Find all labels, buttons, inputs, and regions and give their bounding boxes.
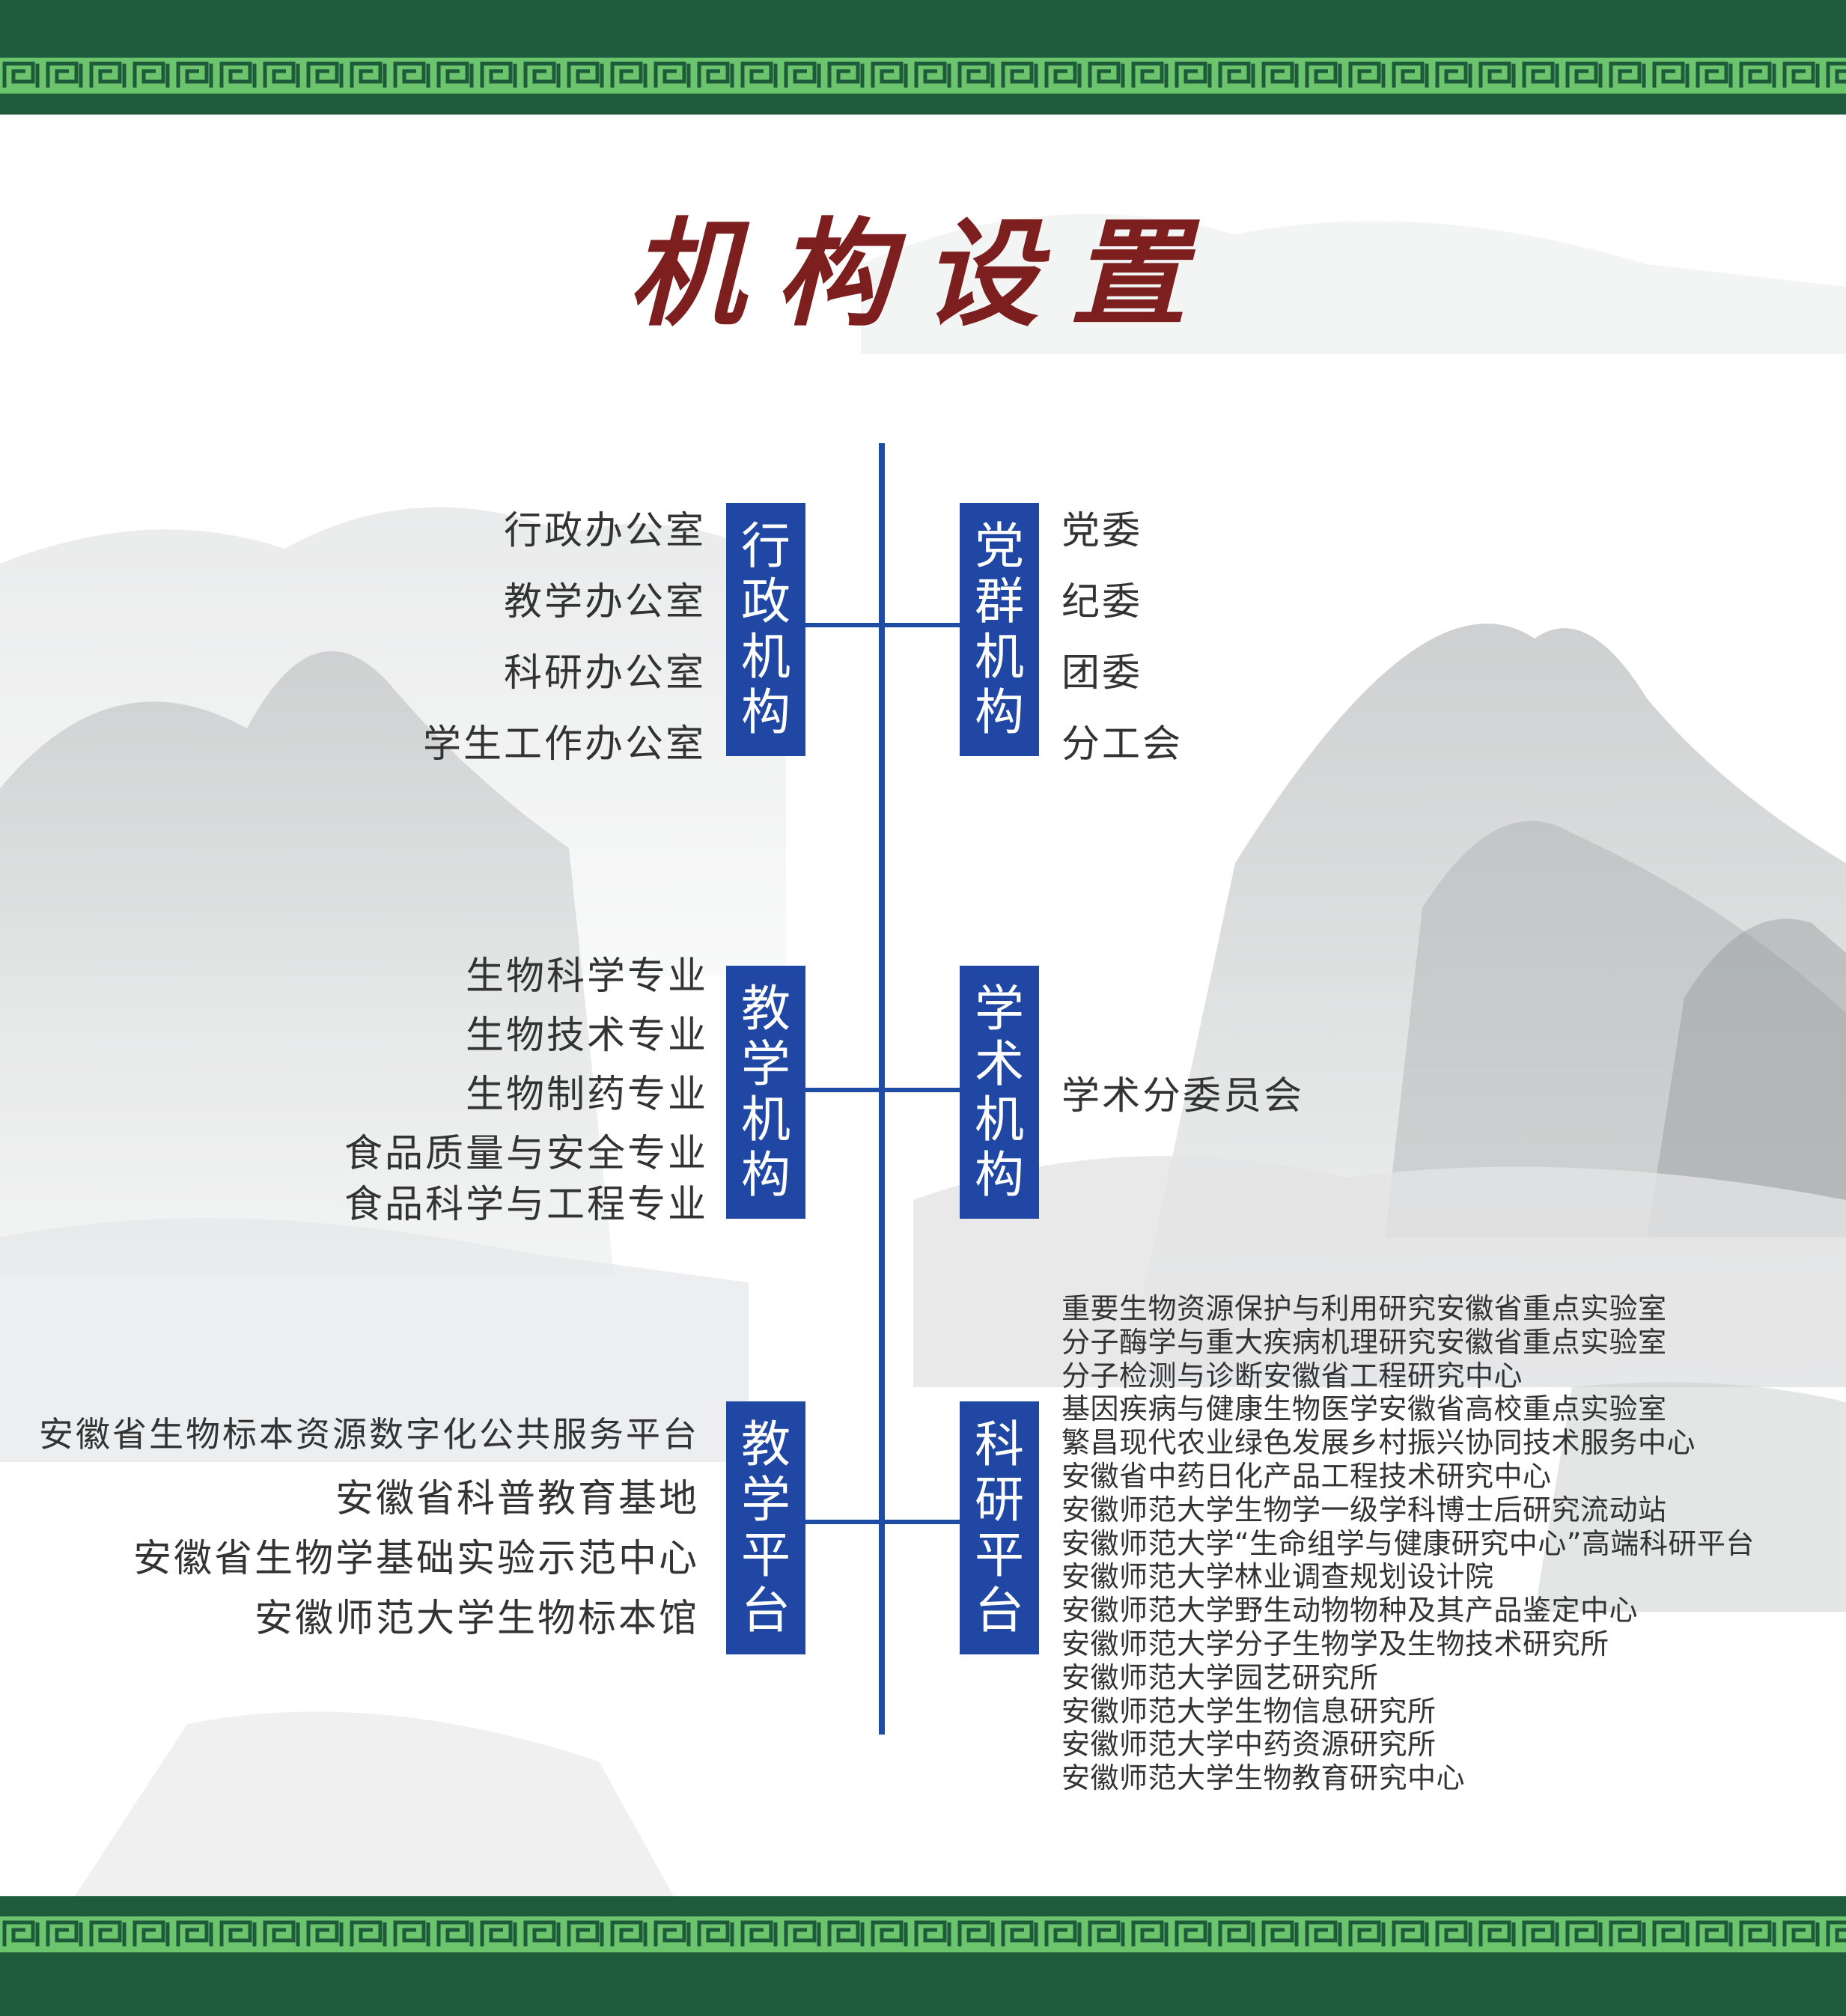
category-research-platform-char: 平 xyxy=(975,1526,1024,1584)
category-academic-char: 构 xyxy=(975,1146,1024,1204)
category-teaching-char: 构 xyxy=(741,1146,791,1204)
category-research-platform-char: 研 xyxy=(975,1471,1024,1529)
list-item: 分子酶学与重大疾病机理研究安徽省重点实验室 xyxy=(1061,1325,1667,1359)
page-title: 机构设置 xyxy=(628,205,1218,342)
category-teaching-platform-char: 学 xyxy=(741,1471,791,1529)
category-party-char: 党 xyxy=(975,517,1024,575)
list-item: 食品质量与安全专业 xyxy=(344,1132,708,1176)
category-research-platform-char: 科 xyxy=(975,1416,1024,1473)
list-item: 重要生物资源保护与利用研究安徽省重点实验室 xyxy=(1061,1292,1667,1325)
category-admin-char: 构 xyxy=(741,683,791,741)
list-item: 安徽师范大学生物学一级学科博士后研究流动站 xyxy=(1061,1493,1667,1526)
academic-items-list: 学术分委员会 xyxy=(1061,1065,1304,1120)
category-academic-char: 学 xyxy=(975,980,1024,1038)
category-teaching-char: 学 xyxy=(741,1035,791,1093)
list-item: 生物制药专业 xyxy=(465,1073,708,1117)
fret-pattern-bottom xyxy=(0,1916,1846,1952)
category-teaching-platform-box: 教 学 平 台 xyxy=(726,1401,805,1654)
list-item: 分工会 xyxy=(1061,722,1184,767)
category-teaching-platform-char: 平 xyxy=(741,1526,791,1584)
list-item: 安徽省生物学基础实验示范中心 xyxy=(132,1537,699,1581)
list-item: 学生工作办公室 xyxy=(422,722,706,767)
category-research-platform-box: 科 研 平 台 xyxy=(960,1401,1039,1654)
teaching-platform-items-list: 安徽省生物标本资源数字化公共服务平台 安徽省科普教育基地 安徽省生物学基础实验示… xyxy=(39,1407,699,1647)
list-item: 安徽师范大学生物标本馆 xyxy=(254,1597,699,1641)
list-item: 安徽师范大学野生动物物种及其产品鉴定中心 xyxy=(1061,1594,1639,1627)
connector-platforms xyxy=(805,1520,962,1524)
category-research-platform-char: 台 xyxy=(975,1582,1024,1639)
list-item: 学术分委员会 xyxy=(1061,1074,1305,1118)
category-party-char: 构 xyxy=(975,683,1024,741)
connector-teaching-academic xyxy=(805,1088,962,1092)
ink-mountain-background xyxy=(0,213,1846,1896)
list-item: 安徽省中药日化产品工程技术研究中心 xyxy=(1061,1459,1552,1493)
category-teaching-char: 教 xyxy=(741,980,791,1038)
list-item: 安徽省科普教育基地 xyxy=(335,1477,699,1521)
category-admin-char: 机 xyxy=(741,628,791,686)
teaching-items-list: 生物科学专业 生物技术专业 生物制药专业 食品质量与安全专业 食品科学与工程专业 xyxy=(344,945,708,1232)
list-item: 安徽师范大学生物教育研究中心 xyxy=(1061,1761,1466,1795)
list-item: 安徽师范大学生物信息研究所 xyxy=(1061,1694,1437,1728)
fret-pattern-top xyxy=(0,58,1846,94)
category-teaching-platform-char: 台 xyxy=(741,1582,791,1639)
research-platform-items-list: 重要生物资源保护与利用研究安徽省重点实验室 分子酶学与重大疾病机理研究安徽省重点… xyxy=(1061,1292,1755,1795)
category-admin-char: 行 xyxy=(741,517,791,575)
list-item: 生物技术专业 xyxy=(465,1014,708,1058)
category-academic-box: 学 术 机 构 xyxy=(960,966,1039,1219)
list-item: 食品科学与工程专业 xyxy=(344,1183,708,1227)
category-academic-char: 术 xyxy=(975,1035,1024,1093)
category-admin-box: 行 政 机 构 xyxy=(726,503,805,756)
list-item: 安徽师范大学林业调查规划设计院 xyxy=(1061,1560,1494,1594)
list-item: 基因疾病与健康生物医学安徽省高校重点实验室 xyxy=(1061,1392,1667,1426)
admin-items-list: 行政办公室 教学办公室 科研办公室 学生工作办公室 xyxy=(423,499,706,784)
list-item: 分子检测与诊断安徽省工程研究中心 xyxy=(1061,1359,1523,1392)
party-items-list: 党委 纪委 团委 分工会 xyxy=(1061,499,1183,784)
list-item: 安徽师范大学中药资源研究所 xyxy=(1061,1728,1437,1761)
category-party-char: 机 xyxy=(975,628,1024,686)
connector-admin-party xyxy=(805,623,962,627)
category-party-char: 群 xyxy=(975,573,1024,630)
bottom-fret-border xyxy=(0,1913,1846,1955)
list-item: 团委 xyxy=(1061,651,1143,695)
category-academic-char: 机 xyxy=(975,1091,1024,1148)
list-item: 安徽师范大学园艺研究所 xyxy=(1061,1660,1379,1694)
list-item: 科研办公室 xyxy=(503,651,706,695)
category-teaching-platform-char: 教 xyxy=(741,1416,791,1473)
category-admin-char: 政 xyxy=(741,573,791,630)
category-teaching-box: 教 学 机 构 xyxy=(726,966,805,1219)
list-item: 安徽师范大学“生命组学与健康研究中心”高端科研平台 xyxy=(1061,1526,1755,1560)
list-item: 安徽省生物标本资源数字化公共服务平台 xyxy=(39,1414,699,1455)
top-fret-border xyxy=(0,55,1846,97)
list-item: 安徽师范大学分子生物学及生物技术研究所 xyxy=(1061,1627,1609,1660)
list-item: 教学办公室 xyxy=(503,580,706,624)
list-item: 生物科学专业 xyxy=(465,954,708,999)
category-teaching-char: 机 xyxy=(741,1091,791,1148)
category-party-box: 党 群 机 构 xyxy=(960,503,1039,756)
list-item: 纪委 xyxy=(1061,580,1143,624)
list-item: 繁昌现代农业绿色发展乡村振兴协同技术服务中心 xyxy=(1061,1426,1696,1460)
list-item: 行政办公室 xyxy=(503,509,706,553)
list-item: 党委 xyxy=(1061,509,1143,553)
